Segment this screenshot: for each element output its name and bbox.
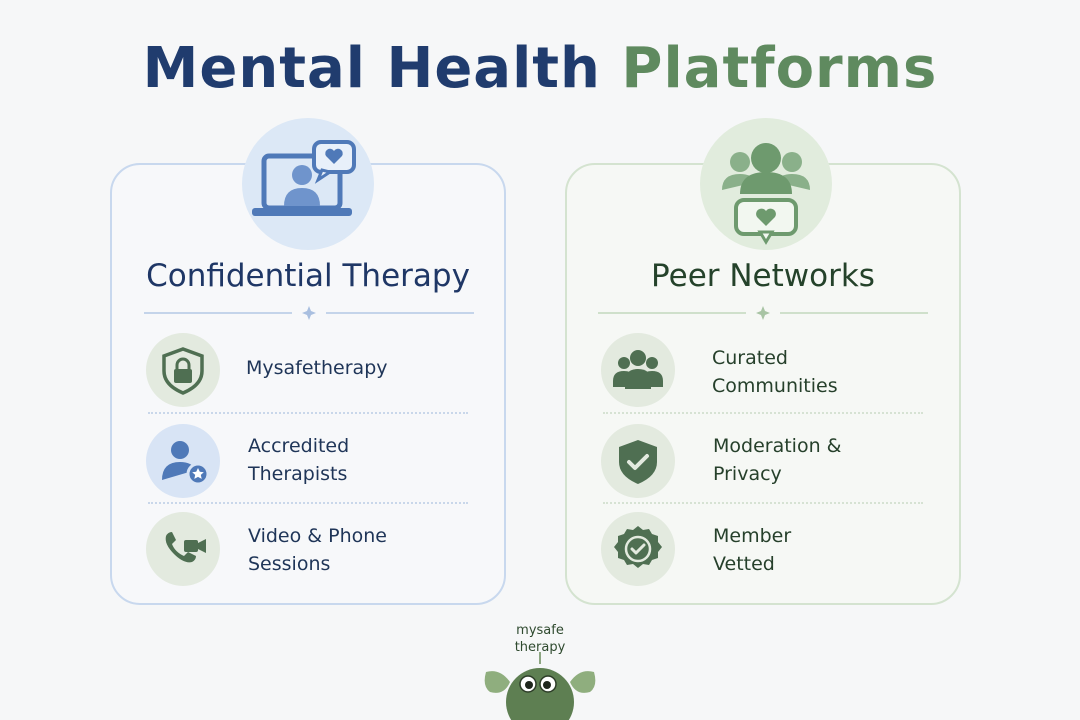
- item-label-curated-communities: Curated Communities: [712, 347, 838, 397]
- mascot-creature-icon: [484, 652, 596, 720]
- item-label-mysafetherapy: Mysafetherapy: [246, 357, 388, 379]
- group-chat-heart-icon: [700, 118, 832, 250]
- item-label-member-vetted: Member Vetted: [713, 525, 792, 575]
- page-title: Mental Health Platforms: [0, 36, 1080, 102]
- title-part-1: Mental Health: [142, 36, 601, 101]
- item-separator: [603, 502, 923, 504]
- confidential-therapy-title: Confidential Therapy: [146, 258, 470, 294]
- peer-networks-title: Peer Networks: [651, 258, 875, 294]
- item-separator: [148, 412, 468, 414]
- sparkle-divider-right: [598, 306, 928, 320]
- item-separator: [603, 412, 923, 414]
- item-separator: [148, 502, 468, 504]
- sparkle-divider-left: [144, 306, 474, 320]
- verified-badge-icon: [601, 512, 675, 586]
- shield-lock-icon: [146, 333, 220, 407]
- item-label-moderation-privacy: Moderation & Privacy: [713, 435, 842, 485]
- mascot-label-line-1: mysafe: [516, 623, 564, 638]
- accredited-therapist-icon: [146, 424, 220, 498]
- mascot-label-line-2: therapy: [514, 640, 566, 655]
- mascot-label: mysafe therapy: [490, 622, 590, 656]
- laptop-chat-heart-icon: [242, 118, 374, 250]
- shield-check-icon: [601, 424, 675, 498]
- item-label-accredited-therapists: Accredited Therapists: [248, 435, 350, 485]
- title-part-2: Platforms: [621, 36, 938, 101]
- phone-video-icon: [146, 512, 220, 586]
- people-group-icon: [601, 333, 675, 407]
- item-label-video-phone-sessions: Video & Phone Sessions: [248, 525, 387, 575]
